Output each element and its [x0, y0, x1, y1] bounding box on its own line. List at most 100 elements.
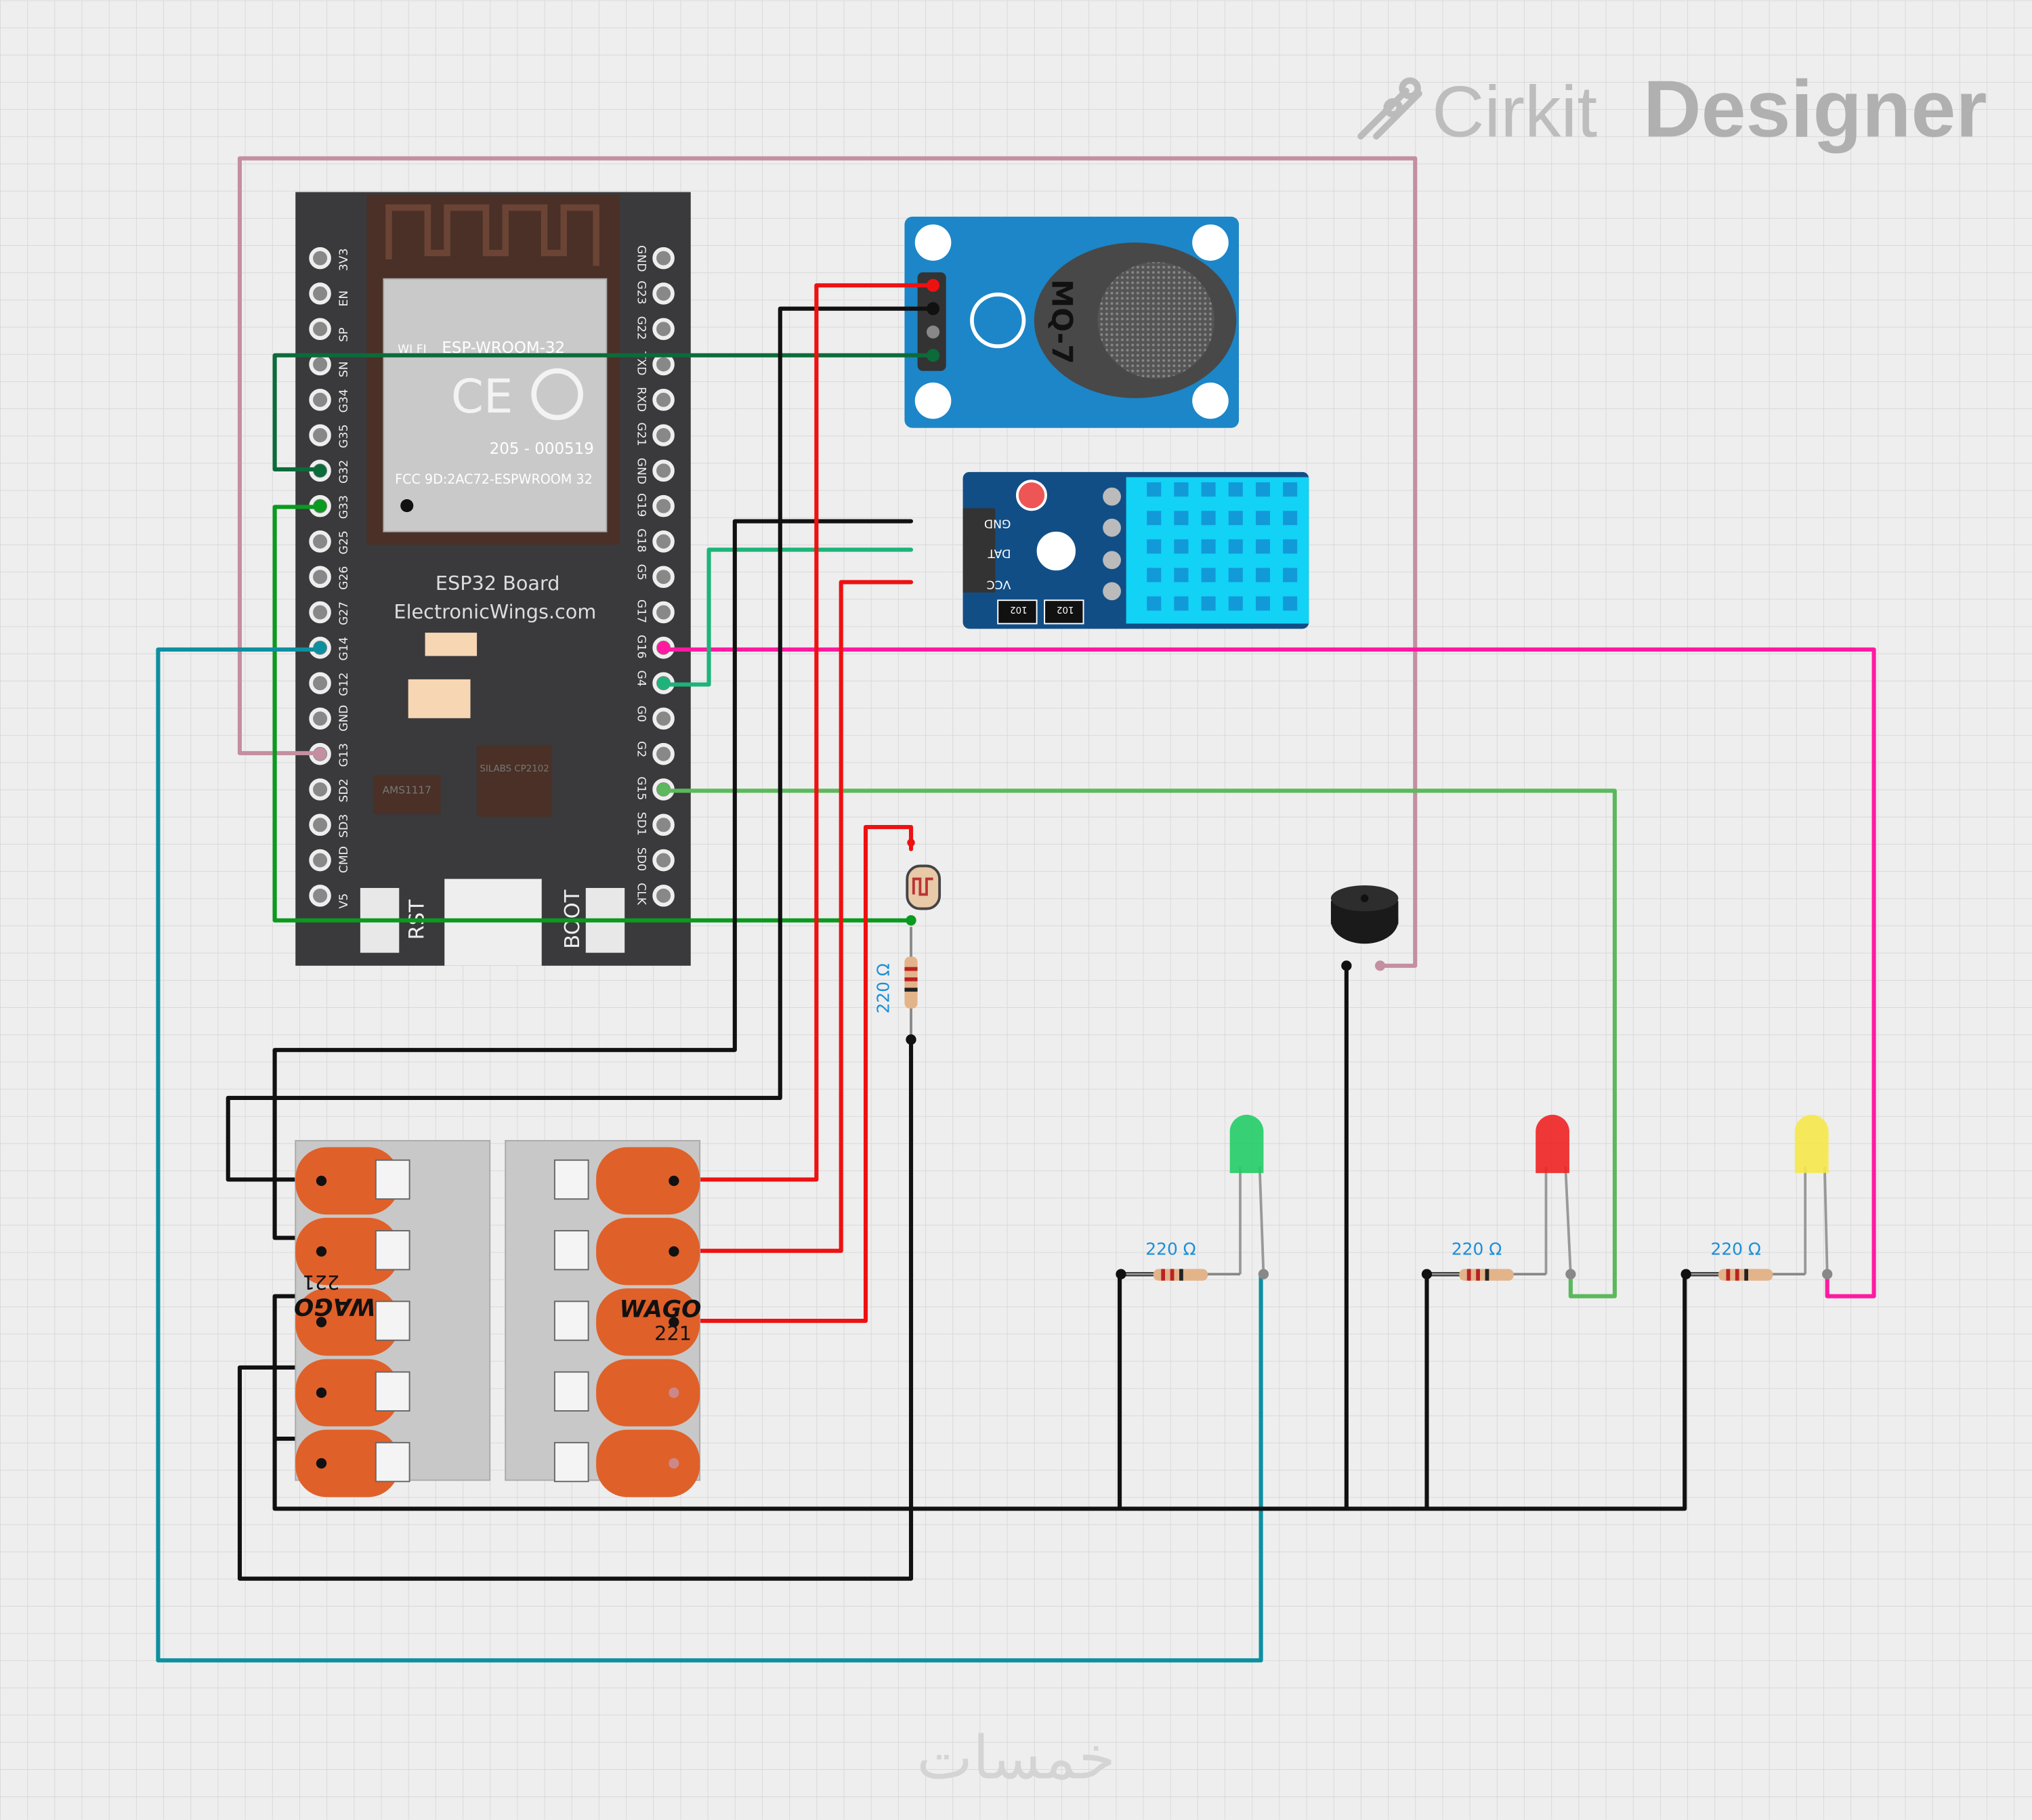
wago-terminal[interactable]	[669, 1175, 679, 1187]
esp32-pin-sd2[interactable]	[309, 778, 331, 801]
esp32-pin-g27[interactable]	[309, 601, 331, 624]
mq7-gas-sensor[interactable]: MQ-7	[904, 216, 1240, 428]
esp32-pin-v5[interactable]	[309, 885, 331, 907]
yellow-led-resistor[interactable]	[1680, 1269, 1806, 1281]
red-led-resistor-label: 220 Ω	[1452, 1239, 1502, 1258]
esp32-pin-sd1[interactable]	[652, 813, 675, 837]
esp32-pin-label: G17	[634, 599, 648, 623]
esp32-board[interactable]: ESP-WROOM-32 WI FI CE 205 - 000519 FCC 9…	[295, 192, 691, 966]
esp32-pin-label: G18	[634, 528, 648, 552]
mq7-label: MQ-7	[1046, 279, 1079, 364]
esp32-pin-g23[interactable]	[652, 282, 675, 305]
wire-g4-dht[interactable]	[661, 547, 914, 687]
esp32-pin-g26[interactable]	[309, 566, 331, 588]
esp32-pin-g22[interactable]	[652, 318, 675, 340]
wire-g33-ldr[interactable]	[272, 505, 914, 923]
wago-lever[interactable]	[596, 1147, 700, 1215]
esp32-pin-sn[interactable]	[309, 353, 331, 376]
wago-terminal[interactable]	[669, 1458, 679, 1469]
esp32-pin-g12[interactable]	[309, 672, 331, 694]
esp32-pin-g35[interactable]	[309, 424, 331, 446]
watermark: خمسات	[916, 1722, 1115, 1792]
esp32-pin-clk[interactable]	[652, 885, 675, 907]
esp32-pin-3v3[interactable]	[309, 247, 331, 270]
wago-lever[interactable]	[295, 1288, 400, 1356]
wago-lever[interactable]	[295, 1147, 400, 1215]
mq7-pin-do[interactable]	[926, 325, 940, 339]
vent-cell	[1147, 539, 1162, 554]
esp32-pin-label: CLK	[634, 883, 648, 906]
buzzer-pin-positive[interactable]	[1374, 960, 1386, 971]
dht11-sensor[interactable]: GND DAT VCC 102 102	[962, 471, 1309, 629]
wago-terminal[interactable]	[316, 1317, 327, 1328]
esp32-pin-label: G4	[634, 670, 648, 686]
wire-g15-red-led[interactable]	[661, 788, 1617, 1298]
photoresistor[interactable]	[906, 839, 941, 926]
wago-lever[interactable]	[596, 1359, 700, 1426]
buzzer[interactable]	[1330, 885, 1399, 971]
cert-number: 205 - 000519	[490, 440, 594, 458]
wago-terminal[interactable]	[316, 1175, 327, 1187]
esp32-pin-label: G12	[337, 673, 351, 696]
esp32-pin-label: G16	[634, 635, 648, 658]
wago-221-block-2[interactable]	[505, 1140, 701, 1498]
yellow-led[interactable]	[1794, 1114, 1833, 1279]
esp32-pin-sd3[interactable]	[309, 813, 331, 837]
wago-lever[interactable]	[295, 1359, 400, 1426]
ldr-resistor[interactable]: 220 Ω	[874, 927, 918, 1045]
vent-cell	[1255, 539, 1270, 554]
green-led[interactable]	[1229, 1114, 1269, 1279]
esp32-pin-g34[interactable]	[309, 389, 331, 411]
esp32-pin-gnd[interactable]	[652, 247, 675, 270]
wago-model-left: 221	[303, 1271, 340, 1294]
esp32-pin-en[interactable]	[309, 282, 331, 305]
wire-ldr-resistor-gnd[interactable]	[237, 1037, 914, 1581]
esp32-pin-label: G0	[634, 706, 648, 722]
esp32-pin-sd0[interactable]	[652, 849, 675, 872]
wago-terminal[interactable]	[669, 1387, 679, 1398]
wago-lever[interactable]	[295, 1429, 400, 1498]
esp32-pin-g0[interactable]	[652, 707, 675, 730]
esp32-pin-g19[interactable]	[652, 494, 675, 517]
wago-terminal[interactable]	[669, 1246, 679, 1257]
esp32-pin-g25[interactable]	[309, 530, 331, 553]
esp32-pin-gnd[interactable]	[652, 459, 675, 482]
wago-lever[interactable]	[596, 1288, 700, 1356]
buzzer-pin-negative[interactable]	[1341, 960, 1352, 971]
esp32-pin-sp[interactable]	[309, 318, 331, 340]
wire-g16-yellow-led[interactable]	[661, 647, 1876, 1298]
wago-221-block-1[interactable]	[295, 1140, 491, 1498]
esp32-pin-g17[interactable]	[652, 601, 675, 624]
wago-lever[interactable]	[596, 1429, 700, 1498]
wago-lever[interactable]	[295, 1217, 400, 1286]
wago-lever[interactable]	[596, 1217, 700, 1286]
wago-terminal[interactable]	[316, 1246, 327, 1257]
vent-cell	[1201, 482, 1216, 497]
wire-ldr-vcc[interactable]	[673, 824, 914, 1324]
esp32-pin-rxd[interactable]	[652, 389, 675, 411]
wire-mq7-vcc[interactable]	[673, 283, 935, 1182]
wire-g13-buzzer[interactable]	[237, 156, 1418, 968]
wago-terminal[interactable]	[316, 1387, 327, 1398]
esp32-pin-txd[interactable]	[652, 353, 675, 376]
wago-terminal[interactable]	[669, 1317, 679, 1328]
wire-g32-mq7[interactable]	[272, 353, 935, 472]
esp32-pin-g5[interactable]	[652, 566, 675, 588]
wago-terminal[interactable]	[316, 1458, 327, 1469]
esp32-pin-g21[interactable]	[652, 424, 675, 446]
esp32-pin-cmd[interactable]	[309, 849, 331, 872]
red-led-resistor[interactable]	[1421, 1269, 1546, 1281]
esp32-pin-g18[interactable]	[652, 530, 675, 553]
esp32-pin-gnd[interactable]	[309, 707, 331, 730]
wire-g14-green-led[interactable]	[156, 647, 1263, 1663]
cirkit-designer-logo: Cirkit Designer	[1357, 64, 1987, 154]
wire-dht-gnd[interactable]	[272, 519, 914, 1240]
red-led[interactable]	[1536, 1114, 1576, 1279]
green-led-resistor[interactable]	[1116, 1269, 1240, 1281]
esp32-pin-label: G14	[337, 637, 351, 660]
wire-dht-vcc[interactable]	[673, 580, 914, 1253]
wago-brand-right: WAGO	[620, 1296, 702, 1323]
wire-mq7-gnd[interactable]	[226, 306, 935, 1182]
esp32-pin-g2[interactable]	[652, 742, 675, 765]
